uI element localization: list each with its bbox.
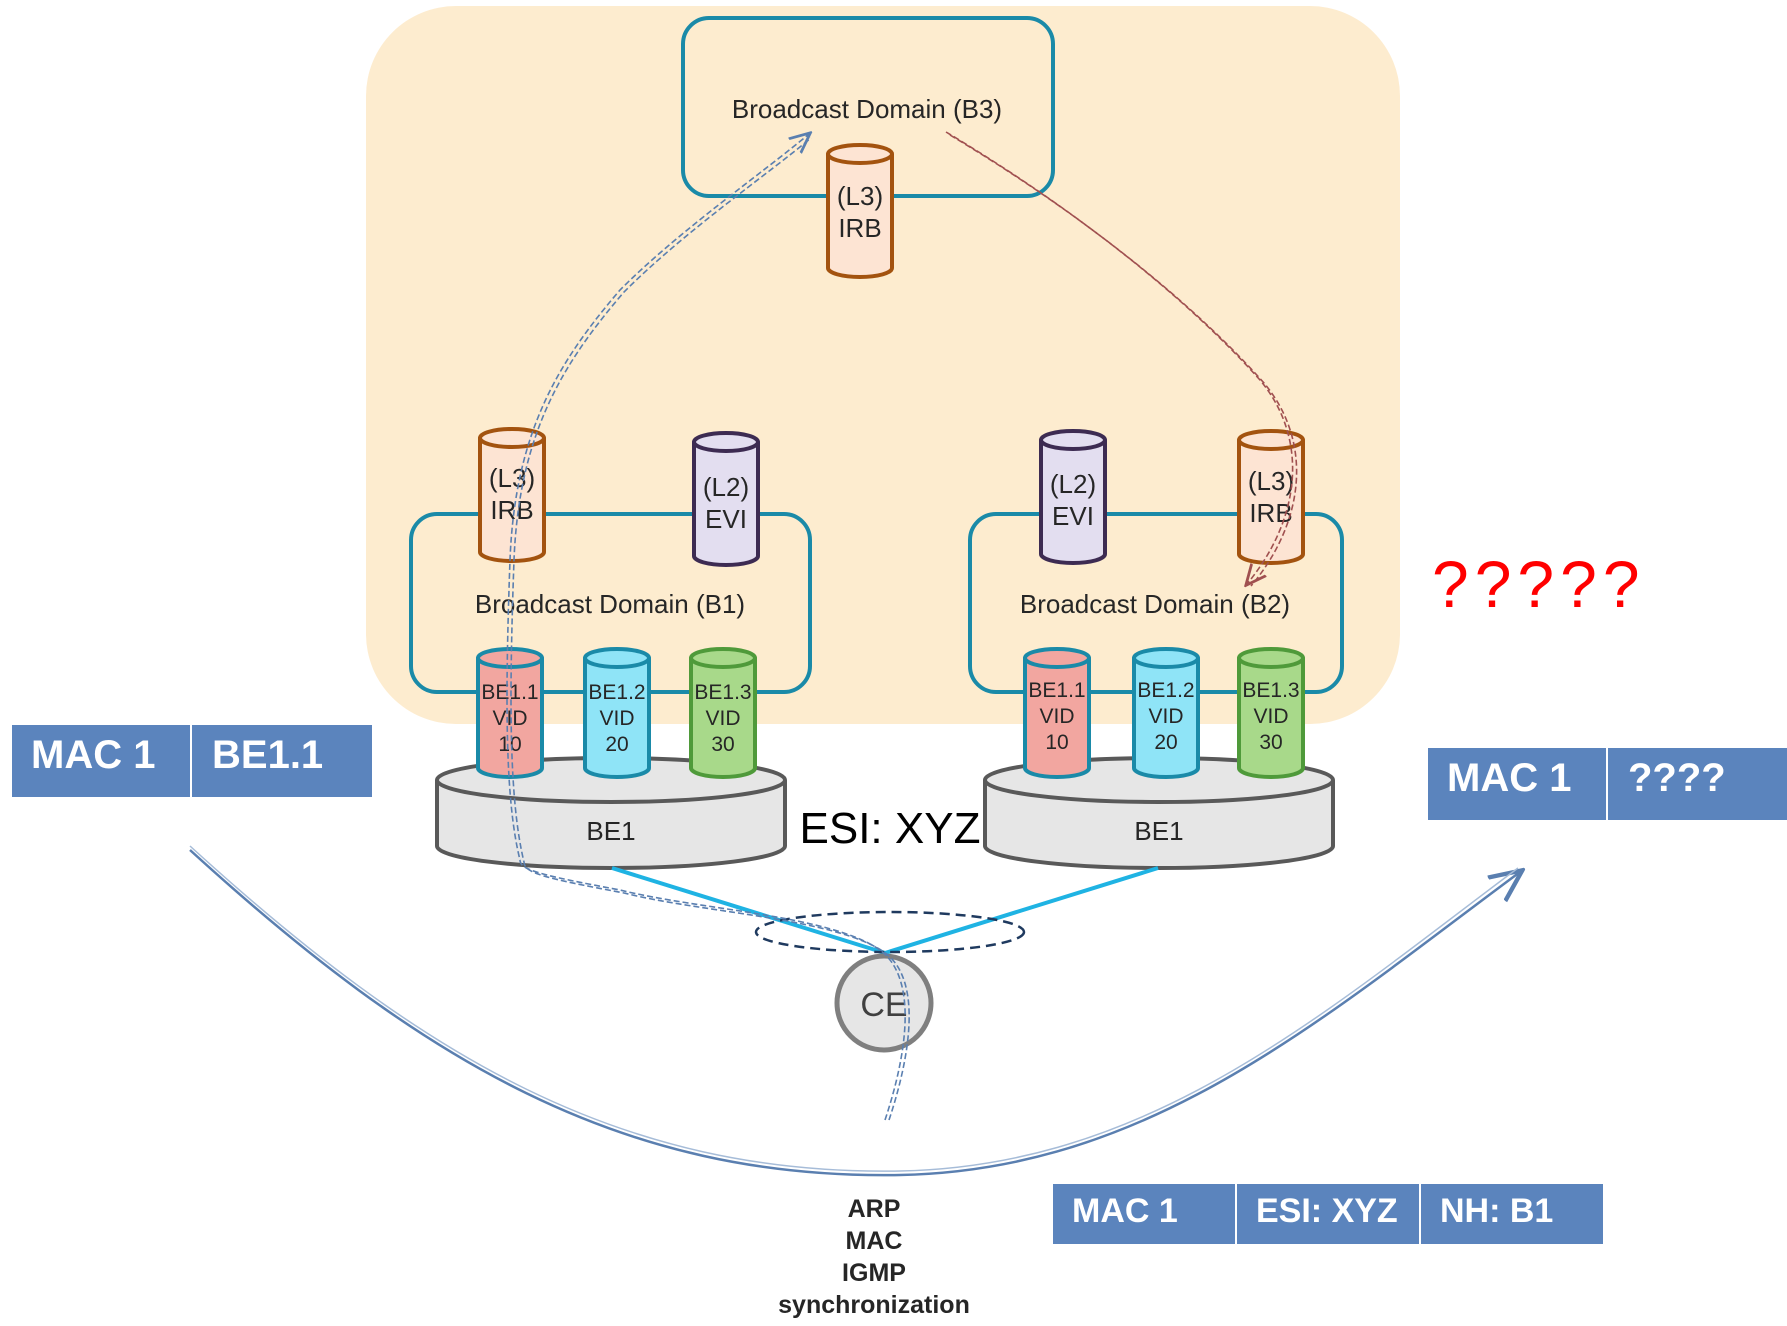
left-be1-label: BE1 xyxy=(586,816,635,846)
right-subif-1-line2: VID xyxy=(1039,705,1074,728)
right-subif-1-line1: BE1.1 xyxy=(1028,679,1085,702)
bottom-table-cell-2: ESI: XYZ xyxy=(1256,1192,1398,1230)
left-evi-cylinder: (L2) EVI xyxy=(692,431,760,567)
left-subif-1-line2: VID xyxy=(492,707,527,730)
left-subif-be1-1: BE1.1 VID 10 xyxy=(476,647,544,779)
right-subif-be1-3: BE1.3 VID 30 xyxy=(1237,647,1305,779)
left-subif-3-line2: VID xyxy=(705,707,740,730)
right-subif-3-line3: 30 xyxy=(1259,731,1282,754)
left-irb-cylinder: (L3) IRB xyxy=(478,427,546,563)
left-subif-2-line2: VID xyxy=(599,707,634,730)
right-irb-cylinder: (L3) IRB xyxy=(1237,429,1305,565)
traffic-path-to-b3 xyxy=(506,134,906,1121)
left-subif-1-line3: 10 xyxy=(498,733,521,756)
bottom-table-cell-1: MAC 1 xyxy=(1072,1192,1178,1230)
broadcast-domain-b3-label: Broadcast Domain (B3) xyxy=(732,94,1002,124)
sync-label-line2: MAC xyxy=(846,1227,903,1255)
top-irb-line1: (L3) xyxy=(837,181,883,211)
traffic-path-to-b2-shadow xyxy=(949,134,1298,587)
right-be1-bundle: BE1 xyxy=(983,756,1335,870)
broadcast-domain-b2-label: Broadcast Domain (B2) xyxy=(1020,589,1290,619)
left-ce-link xyxy=(611,866,886,955)
left-subif-be1-3: BE1.3 VID 30 xyxy=(689,647,757,779)
right-evi-line2: EVI xyxy=(1052,501,1094,531)
right-subif-3-line2: VID xyxy=(1253,705,1288,728)
left-subif-be1-2: BE1.2 VID 20 xyxy=(583,647,651,779)
right-mac-table: MAC 1 ???? xyxy=(1428,748,1787,820)
left-evi-line1: (L2) xyxy=(703,472,749,502)
sync-arc xyxy=(189,849,1520,1177)
left-irb-line2: IRB xyxy=(490,495,533,525)
right-evi-cylinder: (L2) EVI xyxy=(1039,429,1107,565)
left-evi-line2: EVI xyxy=(705,504,747,534)
left-subif-1-line1: BE1.1 xyxy=(481,681,538,704)
broadcast-domain-b1-label: Broadcast Domain (B1) xyxy=(475,589,745,619)
sync-label: ARP MAC IGMP synchronization xyxy=(778,1195,970,1319)
sync-label-line3: IGMP xyxy=(842,1259,906,1287)
left-subif-2-line1: BE1.2 xyxy=(588,681,645,704)
left-table-cell-2: BE1.1 xyxy=(212,733,323,777)
left-table-cell-1: MAC 1 xyxy=(31,733,155,777)
ce-node xyxy=(834,953,934,1053)
esi-bundle-ellipse xyxy=(754,910,1026,954)
left-irb-line1: (L3) xyxy=(489,463,535,493)
right-subif-2-line3: 20 xyxy=(1154,731,1177,754)
right-be1-label: BE1 xyxy=(1134,816,1183,846)
traffic-path-to-b3-shadow xyxy=(510,137,910,1121)
top-irb-cylinder: (L3) IRB xyxy=(826,143,894,279)
right-subif-1-line3: 10 xyxy=(1045,731,1068,754)
left-subif-3-line1: BE1.3 xyxy=(694,681,751,704)
right-table-cell-1: MAC 1 xyxy=(1447,756,1571,800)
left-subif-3-line3: 30 xyxy=(711,733,734,756)
sync-arc-shadow xyxy=(189,845,1519,1172)
right-subif-2-line1: BE1.2 xyxy=(1137,679,1194,702)
ce-label: CE xyxy=(860,986,907,1024)
right-subif-be1-1: BE1.1 VID 10 xyxy=(1023,647,1091,779)
right-table-cell-2: ???? xyxy=(1628,756,1726,800)
left-mac-table: MAC 1 BE1.1 xyxy=(12,725,372,797)
evpn-area-background xyxy=(366,6,1400,724)
right-subif-3-line1: BE1.3 xyxy=(1242,679,1299,702)
sync-label-line4: synchronization xyxy=(778,1291,970,1319)
top-irb-line2: IRB xyxy=(838,213,881,243)
right-ce-link xyxy=(884,866,1159,955)
esi-label: ESI: XYZ xyxy=(800,804,981,853)
right-subif-be1-2: BE1.2 VID 20 xyxy=(1132,647,1200,779)
bottom-mac-table: MAC 1 ESI: XYZ NH: B1 xyxy=(1053,1184,1603,1244)
bottom-table-cell-3: NH: B1 xyxy=(1440,1192,1553,1230)
right-subif-2-line2: VID xyxy=(1148,705,1183,728)
left-subif-2-line3: 20 xyxy=(605,733,628,756)
question-marks: ????? xyxy=(1432,547,1646,621)
right-irb-line1: (L3) xyxy=(1248,466,1294,496)
sync-label-line1: ARP xyxy=(848,1195,901,1223)
right-evi-line1: (L2) xyxy=(1050,469,1096,499)
